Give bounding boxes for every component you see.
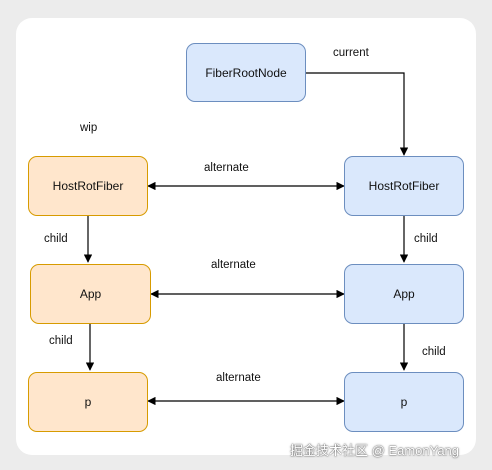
alternate-label-host-root: alternate	[204, 162, 249, 174]
current-edge	[306, 72, 409, 156]
current-app-node: App	[344, 264, 464, 324]
wip-p-node: p	[28, 372, 148, 432]
wip-app-node: App	[30, 264, 151, 324]
current-host-root-fiber-node: HostRotFiber	[344, 156, 464, 216]
child-label-current-app: child	[422, 346, 446, 358]
wip-label: wip	[80, 122, 98, 134]
wip-host-root-fiber-node: HostRotFiber	[28, 156, 148, 216]
alternate-label-app: alternate	[211, 259, 256, 271]
current-p-node: p	[344, 372, 464, 432]
child-label-current-host: child	[414, 233, 438, 245]
child-label-wip-app: child	[49, 335, 73, 347]
child-label-wip-host: child	[44, 233, 68, 245]
alternate-label-p: alternate	[216, 372, 261, 384]
watermark: 掘金技术社区 @ EamonYang	[290, 443, 460, 458]
current-label: current	[333, 47, 369, 59]
fiber-root-node: FiberRootNode	[186, 43, 306, 102]
